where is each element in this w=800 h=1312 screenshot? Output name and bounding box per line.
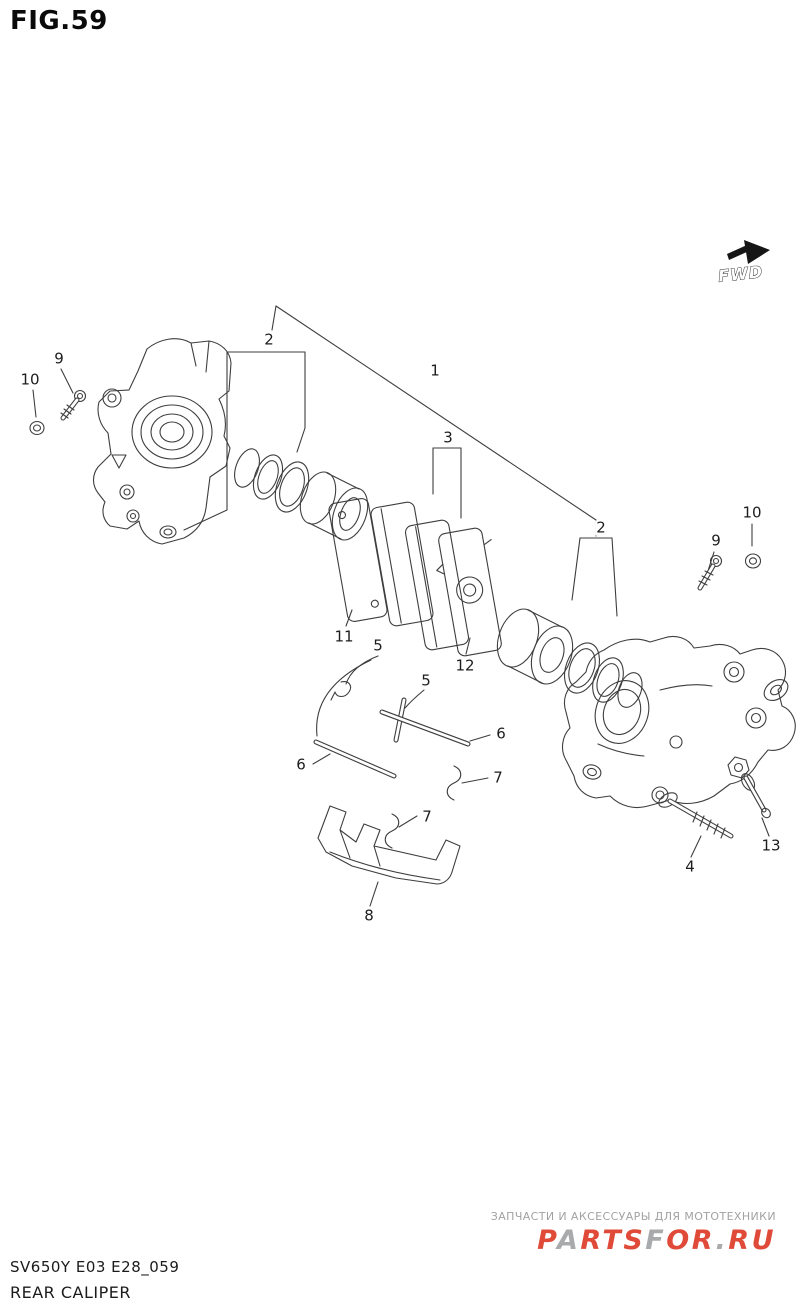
brand-letter: T: [602, 1225, 624, 1256]
model-code: SV650Y E03 E28_059: [10, 1258, 180, 1276]
watermark: ЗАПЧАСТИ И АКСЕССУАРЫ ДЛЯ МОТОТЕХНИКИ PA…: [491, 1210, 776, 1254]
brand-letter: R: [580, 1225, 603, 1256]
brand-letter: R: [728, 1225, 752, 1256]
figure-number: FIG.59: [10, 6, 108, 36]
brand-letter: O: [666, 1225, 692, 1256]
bleed-screw-left: [60, 389, 87, 421]
bleed-cap-left: [29, 420, 45, 436]
pad-pins: [313, 697, 471, 779]
brand-letter: .: [715, 1225, 729, 1256]
fwd-arrow: FWD: [717, 240, 770, 286]
slide-bolt: [651, 786, 734, 839]
leader-lines: [32, 305, 770, 907]
mount-bolt: [727, 756, 771, 819]
fwd-label: FWD: [717, 262, 764, 286]
watermark-brand: PARTSFOR.RU: [491, 1227, 776, 1254]
pad-backing-plate: [436, 527, 502, 657]
figure-title: REAR CALIPER: [10, 1283, 131, 1302]
pad-clips: [330, 681, 462, 849]
pad-spring-holder: [317, 805, 461, 885]
brake-pads: [370, 501, 470, 651]
piston-seals-left: [234, 448, 369, 541]
watermark-tagline: ЗАПЧАСТИ И АКСЕССУАРЫ ДЛЯ МОТОТЕХНИКИ: [490, 1210, 776, 1223]
brand-letter: A: [556, 1225, 581, 1256]
caliper-body: [561, 635, 796, 809]
brand-letter: F: [645, 1225, 667, 1256]
piston-seals-right: [496, 608, 643, 708]
pad-shim: [328, 497, 388, 623]
brand-letter: P: [537, 1225, 557, 1256]
brand-letter: U: [751, 1225, 776, 1256]
brand-letter: R: [691, 1225, 716, 1256]
brand-letter: S: [623, 1225, 646, 1256]
bleed-screw-right: [697, 554, 723, 591]
figure-footer: SV650Y E03 E28_059 REAR CALIPER: [10, 1258, 179, 1302]
left-mounting-bracket: [92, 338, 232, 545]
bleed-cap-right: [744, 553, 762, 569]
